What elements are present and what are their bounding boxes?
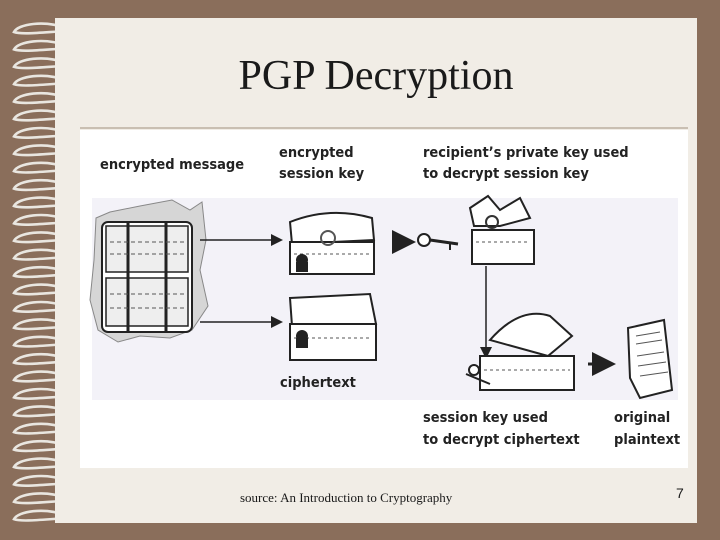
- binding-ring: [12, 457, 67, 470]
- binding-ring: [12, 213, 67, 226]
- locked-ciphertext-chest-icon: [288, 292, 378, 361]
- binding-ring: [12, 422, 67, 435]
- binding-ring: [12, 300, 67, 313]
- binding-ring: [12, 74, 67, 87]
- label-original-1: original: [614, 410, 671, 426]
- binding-ring: [12, 22, 67, 35]
- label-original-2: plaintext: [614, 432, 681, 448]
- slide-title: PGP Decryption: [238, 53, 514, 99]
- source-caption: source: An Introduction to Cryptography: [240, 490, 453, 505]
- binding-ring: [12, 370, 67, 383]
- binding-ring: [12, 318, 67, 331]
- locked-session-key-chest-icon: [288, 211, 376, 275]
- label-private-key-1: recipient’s private key used: [423, 145, 629, 161]
- opened-ciphertext-chest-icon: [465, 312, 575, 391]
- label-encrypted-session-key-2: session key: [279, 166, 365, 182]
- binding-ring: [12, 126, 67, 139]
- diagram-artwork: [89, 194, 674, 400]
- binding-ring: [12, 248, 67, 261]
- binding-ring: [12, 387, 67, 400]
- binding-ring: [12, 352, 67, 366]
- binding-ring: [12, 39, 67, 52]
- label-encrypted-message: encrypted message: [100, 157, 245, 173]
- binding-ring: [12, 265, 67, 279]
- title-divider: [80, 127, 688, 129]
- binding-ring: [12, 283, 67, 296]
- label-private-key-2: to decrypt session key: [423, 166, 589, 182]
- binding-ring: [12, 492, 67, 505]
- binding-ring: [12, 335, 67, 348]
- label-ciphertext: ciphertext: [280, 375, 356, 391]
- binding-ring: [12, 109, 67, 122]
- binding-ring: [12, 178, 67, 192]
- plaintext-document-icon: [626, 318, 674, 400]
- binding-ring: [12, 231, 67, 244]
- private-key-icon: [417, 233, 459, 250]
- label-encrypted-session-key-1: encrypted: [279, 145, 354, 161]
- encrypted-message-icon: [89, 199, 209, 343]
- binding-ring: [12, 57, 67, 70]
- page-number: 7: [676, 485, 684, 501]
- binding-ring: [12, 439, 67, 453]
- binding-ring: [12, 161, 67, 174]
- binding-ring: [12, 405, 67, 418]
- binding-ring: [12, 509, 67, 522]
- binding-ring: [12, 474, 67, 487]
- label-session-key-1: session key used: [423, 410, 548, 426]
- binding-ring: [12, 91, 67, 105]
- binding-ring: [12, 144, 67, 157]
- opened-session-key-chest-icon: [468, 194, 535, 265]
- binding-ring: [12, 196, 67, 209]
- label-session-key-2: to decrypt ciphertext: [423, 432, 580, 448]
